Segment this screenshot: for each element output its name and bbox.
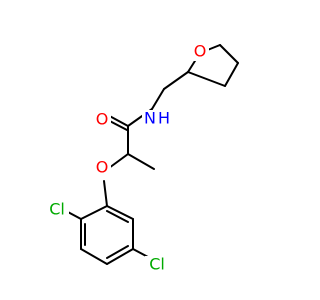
- bond-c3-c2: [187, 71, 226, 87]
- ring-oxygen-label: O: [194, 42, 207, 61]
- bond-layer: [65, 44, 239, 265]
- bond-ether-o-aryl-c: [103, 180, 108, 207]
- nitrogen-background: [142, 110, 170, 128]
- chemical-structure-diagram: O O O N H Cl Cl: [45, 41, 239, 274]
- carbonyl-oxygen-label: O: [96, 110, 109, 129]
- chlorine-bottom-label: Cl: [149, 255, 165, 274]
- bond-ar-c5-cl: [132, 248, 149, 258]
- bond-ar-c1-c2: [80, 205, 108, 220]
- bond-c4-c3: [224, 62, 239, 87]
- bond-c2-ch2: [163, 71, 189, 90]
- carbonyl-oxygen-background: [93, 111, 111, 129]
- ether-oxygen-background: [93, 159, 111, 177]
- amide-hydrogen-label: H: [158, 109, 170, 128]
- molecule-canvas: O O O N H Cl Cl: [45, 41, 239, 274]
- bond-ch2-n: [151, 88, 165, 110]
- chlorine-bottom-background: [145, 256, 169, 274]
- label-backgrounds: [45, 43, 209, 274]
- atom-labels: O O O N H Cl Cl: [49, 42, 206, 274]
- bond-ar-c6-c1: [106, 205, 134, 220]
- chlorine-top-background: [45, 201, 69, 219]
- bond-ar-inner-2: [106, 245, 129, 259]
- bond-c5-c4: [219, 44, 239, 64]
- bond-alpha-c-ether-o: [108, 153, 129, 169]
- bond-ar-inner-3: [106, 210, 129, 223]
- bond-ar-c4-c5: [106, 248, 134, 265]
- amide-nitrogen-label: N: [144, 109, 156, 128]
- ether-oxygen-label: O: [96, 158, 109, 177]
- bond-alpha-c-methyl: [127, 153, 155, 170]
- chlorine-top-label: Cl: [49, 200, 65, 219]
- ring-oxygen-background: [191, 43, 209, 61]
- bond-ar-c3-c4: [80, 248, 108, 265]
